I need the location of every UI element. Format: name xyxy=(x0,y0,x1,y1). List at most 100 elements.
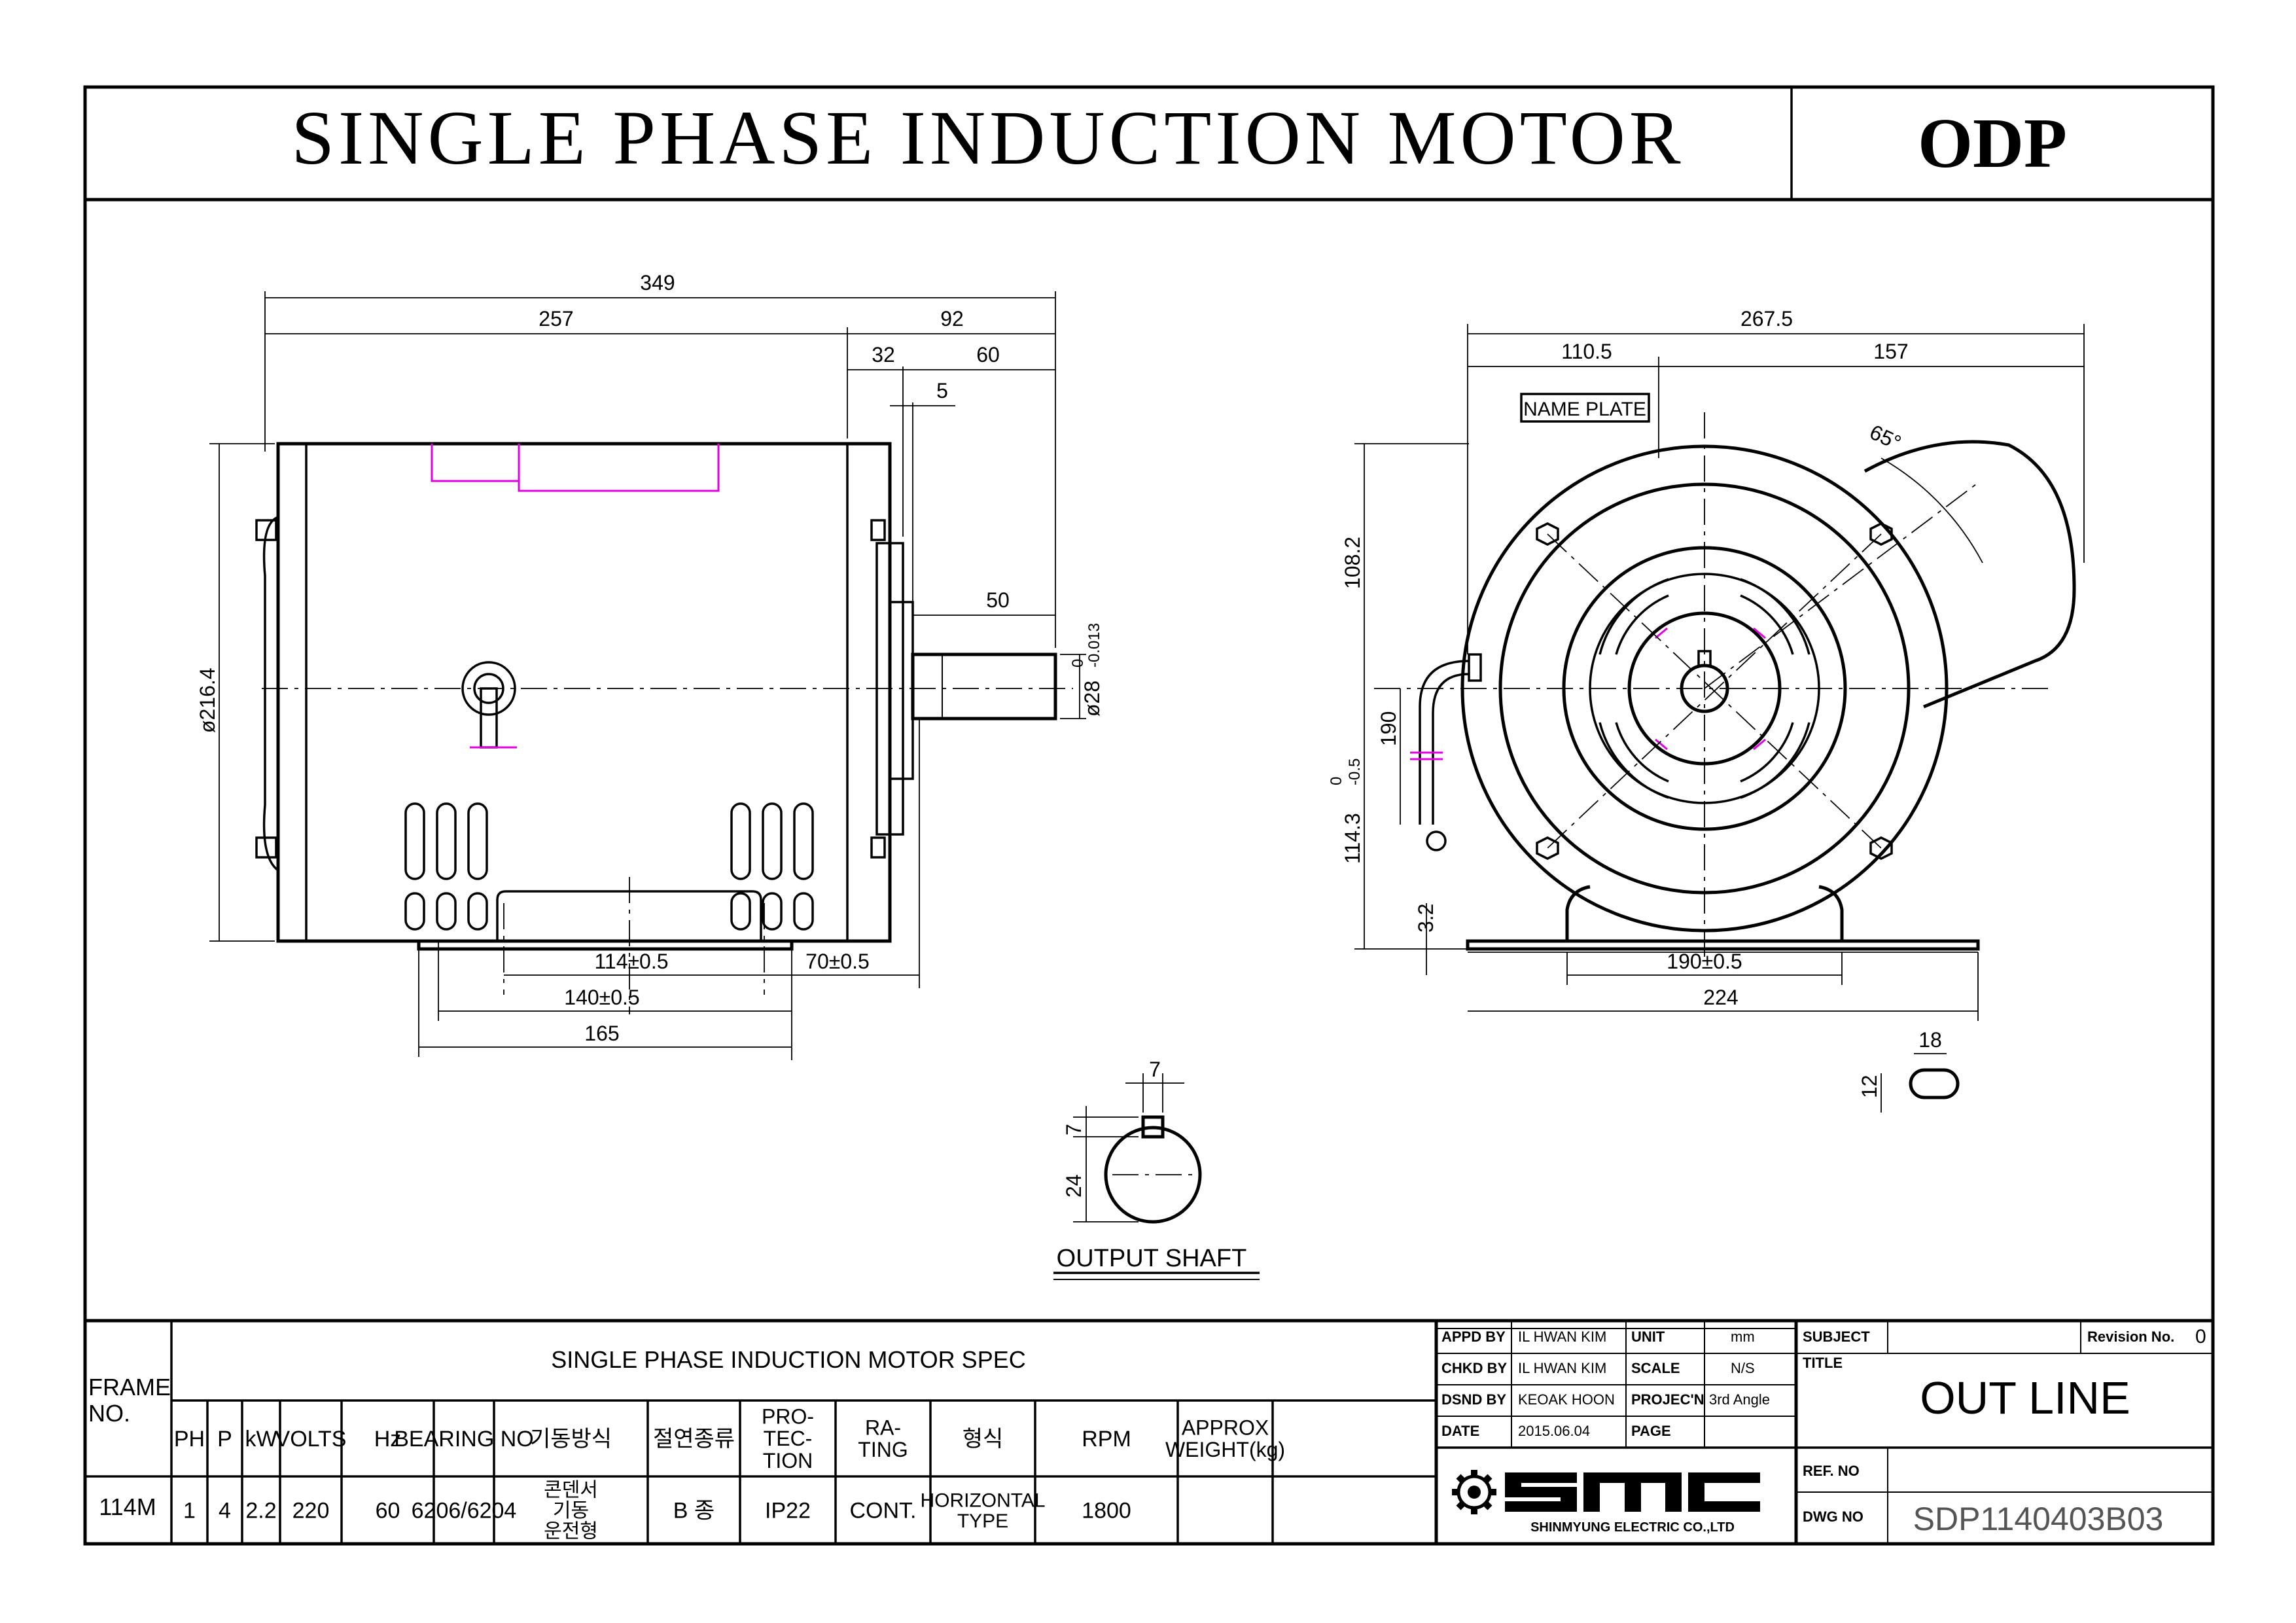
spec-value-0: 1 xyxy=(183,1498,196,1523)
spec-header-1: P xyxy=(217,1427,232,1452)
dwg-no-label: DWG NO xyxy=(1803,1508,1863,1525)
dim-overall-width: 267.5 xyxy=(1740,307,1793,330)
frame-header-line2: NO. xyxy=(88,1400,130,1427)
spec-value-2: 2.2 xyxy=(245,1498,276,1523)
spec-title: SINGLE PHASE INDUCTION MOTOR SPEC xyxy=(551,1346,1025,1373)
appd-by-label: APPD BY xyxy=(1441,1329,1506,1345)
dim-foot-thickness: 3.2 xyxy=(1414,904,1438,933)
spec-header-0: PH xyxy=(174,1427,205,1452)
dim-cable-height: 190 xyxy=(1377,711,1400,746)
scale-label: SCALE xyxy=(1631,1360,1680,1376)
dim-foot-70: 70±0.5 xyxy=(805,950,870,973)
spec-table: SINGLE PHASE INDUCTION MOTOR SPEC FRAME … xyxy=(85,1319,2213,1544)
dwg-no-value: SDP1140403B03 xyxy=(1913,1501,2164,1537)
dim-key-height: 7 xyxy=(1062,1124,1086,1135)
dim-5: 5 xyxy=(936,379,948,402)
spec-header-2: kW xyxy=(245,1427,277,1452)
date-label: DATE xyxy=(1441,1423,1479,1439)
dim-foot-190: 190±0.5 xyxy=(1667,950,1742,973)
page-label: PAGE xyxy=(1631,1423,1671,1439)
ref-no-label: REF. NO xyxy=(1803,1463,1860,1479)
company-logo: SHINMYUNG ELECTRIC CO.,LTD xyxy=(1452,1470,1760,1535)
dim-shaft-height-tol-upper: 0 xyxy=(1328,777,1345,785)
spec-value-4: 60 xyxy=(376,1498,400,1523)
projection-value: 3rd Angle xyxy=(1709,1391,1770,1408)
revision-label: Revision No. xyxy=(2087,1329,2174,1345)
spec-value-5: 6206/6204 xyxy=(412,1498,517,1523)
dim-24: 24 xyxy=(1062,1174,1086,1198)
dim-shaft-section: 92 xyxy=(940,307,964,330)
unit-value: mm xyxy=(1731,1329,1755,1345)
dim-foot-140: 140±0.5 xyxy=(564,986,639,1009)
appd-by: IL HWAN KIM xyxy=(1518,1329,1606,1345)
spec-value-8: IP22 xyxy=(765,1498,811,1523)
dim-top-height: 108.2 xyxy=(1341,537,1364,589)
spec-value-11: 1800 xyxy=(1082,1498,1131,1523)
dim-foot-114: 114±0.5 xyxy=(594,950,668,973)
spec-value-1: 4 xyxy=(219,1498,231,1523)
name-plate-label: NAME PLATE xyxy=(1523,399,1646,420)
spec-value-3: 220 xyxy=(292,1498,330,1523)
dim-shaft-height-tol-lower: -0.5 xyxy=(1346,758,1364,785)
dim-shaft-tol-upper: 0 xyxy=(1069,659,1087,668)
spec-header-7: 절연종류 xyxy=(653,1427,735,1452)
spec-header-10: 형식 xyxy=(963,1427,1004,1452)
spec-header-11: RPM xyxy=(1082,1427,1131,1452)
sheet-border xyxy=(83,85,2215,1546)
frame-value: 114M xyxy=(99,1493,156,1520)
drawing-title: SINGLE PHASE INDUCTION MOTOR xyxy=(291,95,1684,181)
front-view: NAME PLATE 267.5 110.5 157 65° 108.2 190… xyxy=(1328,307,2085,1113)
dim-body-length: 257 xyxy=(539,307,573,330)
spec-header-8: PRO-TEC-TION xyxy=(762,1405,814,1472)
dim-right-width: 157 xyxy=(1873,340,1908,363)
dim-left-width: 110.5 xyxy=(1561,340,1612,363)
company-name: SHINMYUNG ELECTRIC CO.,LTD xyxy=(1530,1520,1735,1535)
dsnd-by-label: DSND BY xyxy=(1441,1391,1506,1408)
output-shaft-view: 7 7 24 OUTPUT SHAFT xyxy=(1053,1058,1260,1280)
dim-shaft-dia: ø28 xyxy=(1080,681,1104,717)
mounting-slot xyxy=(1909,1068,1960,1099)
spec-header-3: VOLTS xyxy=(275,1427,347,1452)
date-value: 2015.06.04 xyxy=(1518,1423,1590,1439)
title-block: APPD BY IL HWAN KIM CHKD BY IL HWAN KIM … xyxy=(1436,1321,2213,1544)
unit-label: UNIT xyxy=(1631,1329,1665,1345)
spec-value-7: B 종 xyxy=(673,1498,715,1523)
dim-32: 32 xyxy=(872,343,895,366)
output-shaft-label: OUTPUT SHAFT xyxy=(1057,1245,1247,1272)
dim-foot-224: 224 xyxy=(1703,986,1738,1009)
frame-header-line1: FRAME xyxy=(88,1374,171,1400)
side-view: 349 257 92 32 60 5 50 ø28 0 -0.013 ø216.… xyxy=(196,271,1104,1060)
dim-60: 60 xyxy=(976,343,1000,366)
dim-shaft-height: 114.3 xyxy=(1341,813,1364,864)
dsnd-by: KEOAK HOON xyxy=(1518,1391,1615,1408)
dim-shaft-tol-lower: -0.013 xyxy=(1086,623,1103,668)
dim-angle: 65° xyxy=(1866,420,1905,455)
scale-value: N/S xyxy=(1731,1360,1755,1376)
spec-value-9: CONT. xyxy=(850,1498,917,1523)
chkd-by-label: CHKD BY xyxy=(1441,1360,1508,1376)
spec-header-4: Hz xyxy=(374,1427,402,1452)
title-value: OUT LINE xyxy=(1920,1372,2130,1423)
spec-header-6: 기동방식 xyxy=(530,1427,612,1452)
dim-slot-12: 12 xyxy=(1858,1075,1881,1098)
chkd-by: IL HWAN KIM xyxy=(1518,1360,1606,1376)
title-label: TITLE xyxy=(1803,1355,1843,1371)
projection-label: PROJEC'N xyxy=(1631,1391,1704,1408)
dim-shaft-length: 50 xyxy=(986,588,1010,612)
spec-header-9: RA-TING xyxy=(858,1416,908,1461)
subject-label: SUBJECT xyxy=(1803,1329,1870,1345)
dim-key-width: 7 xyxy=(1149,1058,1161,1081)
dim-overall-length: 349 xyxy=(640,271,675,294)
enclosure-type: ODP xyxy=(1918,105,2067,183)
dim-body-dia: ø216.4 xyxy=(196,668,219,733)
dim-foot-165: 165 xyxy=(584,1022,619,1045)
dim-slot-18: 18 xyxy=(1918,1028,1942,1052)
spec-header-5: BEARING NO xyxy=(394,1427,533,1452)
revision-value: 0 xyxy=(2195,1326,2206,1347)
